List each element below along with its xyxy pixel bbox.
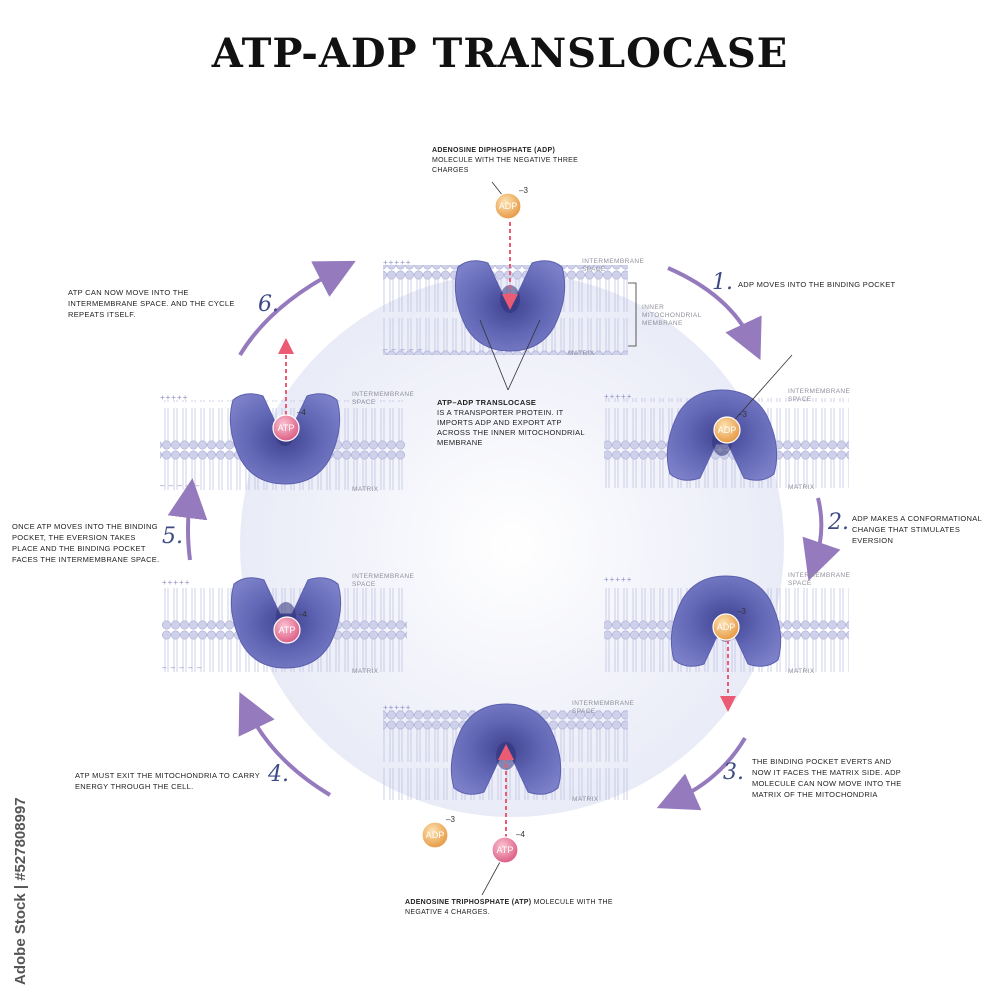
atp-caption: Adenosine triphosphate (ATP) molecule wi…	[405, 899, 613, 916]
step-4-text: ATP must exit the mitochondria to carry …	[75, 771, 260, 791]
matrix-label: Matrix	[568, 350, 595, 357]
step-3-text: The binding pocket everts and now it fac…	[752, 757, 902, 799]
translocase-caption: ATP–ADP translocaseis a transporter prot…	[437, 398, 585, 447]
adp-charge: –3	[737, 607, 746, 616]
step-3-number: 3.	[723, 760, 744, 785]
adp-molecule: ADP–3	[421, 815, 455, 849]
intermembrane-label: Intermembrane space	[352, 391, 415, 406]
atp-molecule: ATP–4	[273, 610, 307, 644]
atp-label: ATP	[278, 423, 295, 433]
watermark-text: Adobe Stock | #527808997	[12, 797, 29, 985]
adp-caption-pointer	[491, 181, 504, 197]
plus-label: +++++	[383, 258, 412, 267]
step-4-number: 4.	[268, 762, 289, 787]
adp-label: ADP	[499, 201, 518, 211]
step-5-text: Once ATP moves into the binding pocket, …	[12, 522, 160, 564]
matrix-label: Matrix	[788, 668, 815, 675]
plus-label: +++++	[383, 703, 412, 712]
matrix-label: Matrix	[572, 796, 599, 803]
adp-label: ADP	[718, 425, 737, 435]
atp-label: ATP	[279, 625, 296, 635]
step-2-number: 2.	[828, 510, 849, 535]
adp-charge: –3	[738, 410, 747, 419]
adp-caption: Adenosine diphosphate (ADP) molecule wit…	[432, 147, 579, 174]
step-2-text: ADP makes a conformational change that s…	[852, 514, 982, 545]
step-6-number: 6.	[258, 292, 279, 317]
atp-charge: –4	[516, 830, 525, 839]
adp-molecule: ADP–3	[713, 410, 747, 444]
intermembrane-label: Intermembrane space	[352, 573, 415, 588]
minus-label: – – – – –	[162, 663, 203, 672]
cycle-arrow-6	[238, 260, 356, 357]
page-title: ATP-ADP TRANSLOCASE	[211, 30, 789, 77]
cycle-arrow-1	[667, 266, 762, 361]
intermembrane-label: Intermembrane space	[572, 700, 635, 715]
cycle-arrow-5	[167, 478, 208, 561]
plus-label: +++++	[162, 578, 191, 587]
plus-label: +++++	[604, 392, 633, 401]
atp-charge: –4	[297, 408, 306, 417]
step-1-number: 1.	[712, 270, 733, 295]
atp-caption-pointer	[481, 861, 501, 896]
adp-molecule: ADP–3	[494, 186, 528, 220]
step1-pointer	[729, 354, 793, 426]
minus-label: – – – – –	[383, 345, 424, 354]
intermembrane-label: Intermembrane space	[788, 388, 851, 403]
atp-molecule: ATP–4	[491, 830, 525, 864]
plus-label: +++++	[604, 575, 633, 584]
matrix-label: Matrix	[352, 486, 379, 493]
atp-charge: –4	[298, 610, 307, 619]
adp-label: ADP	[426, 830, 445, 840]
matrix-label: Matrix	[788, 484, 815, 491]
cycle-arrow-3	[656, 736, 747, 811]
inner-membrane-label: Inner mitochondrial membrane	[642, 304, 702, 327]
inner-membrane-bracket	[628, 282, 637, 347]
adp-charge: –3	[446, 815, 455, 824]
atp-label: ATP	[497, 845, 514, 855]
center-caption-pointer-a	[479, 319, 509, 391]
intermembrane-label: Intermembrane space	[788, 572, 851, 587]
adp-label: ADP	[717, 622, 736, 632]
matrix-label: Matrix	[352, 668, 379, 675]
cycle-arrow-4	[238, 691, 332, 797]
plus-label: +++++	[160, 393, 189, 402]
adp-molecule: ADP–3	[712, 607, 746, 641]
adp-charge: –3	[519, 186, 528, 195]
step-5-number: 5.	[162, 524, 183, 549]
intermembrane-label: Intermembrane space	[582, 258, 645, 273]
center-caption-pointer-b	[507, 319, 541, 391]
stock-watermark: Adobe Stock | #527808997	[8, 760, 29, 990]
step-1-text: ADP moves into the binding pocket	[738, 280, 896, 289]
step-6-text: ATP can now move into the intermembrane …	[68, 288, 235, 319]
minus-label: – – – – –	[160, 481, 201, 490]
cycle-arrow-2	[802, 497, 841, 581]
atp-molecule: ATP–4	[272, 408, 306, 442]
